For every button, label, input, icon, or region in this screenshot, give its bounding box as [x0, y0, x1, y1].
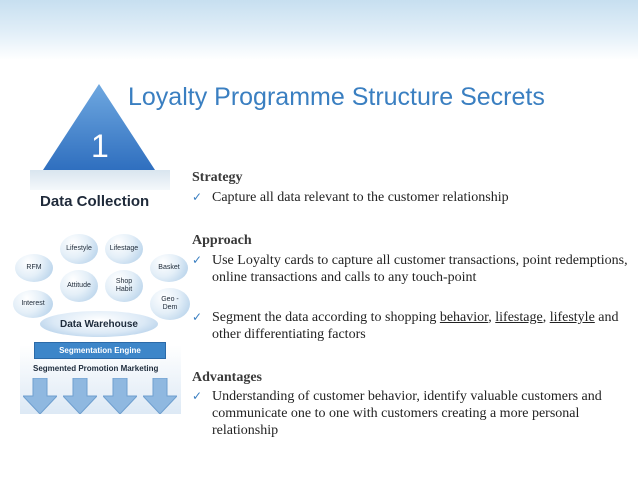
pyramid-triangle [43, 84, 155, 170]
down-arrow-icon [103, 378, 137, 414]
link-behavior: behavior [439, 310, 489, 325]
check-icon: ✓ [192, 253, 203, 267]
pyramid-number: 1 [91, 128, 109, 164]
advantages-heading: Advantages [192, 370, 263, 385]
check-icon: ✓ [192, 389, 203, 403]
check-icon: ✓ [192, 190, 203, 204]
approach-heading: Approach [192, 233, 252, 248]
down-arrow-icon [23, 378, 57, 414]
bubble-basket: Basket [150, 254, 188, 282]
approach-bullet-2: ✓ Segment the data according to shopping… [192, 310, 619, 342]
data-warehouse-oval: Data Warehouse [40, 311, 158, 337]
approach-bullet-1: ✓ Use Loyalty cards to capture all custo… [192, 253, 628, 285]
link-lifestage: lifestage [495, 310, 543, 325]
check-icon: ✓ [192, 310, 203, 324]
bubble-shop-habit: Shop Habit [105, 270, 143, 302]
slide-title: Loyalty Programme Structure Secrets [128, 83, 545, 111]
header-band [0, 0, 638, 60]
strategy-heading: Strategy [192, 170, 243, 185]
bubble-geo-dem: Geo -Dem [150, 288, 190, 320]
segmentation-engine-bar: Segmentation Engine [34, 342, 166, 359]
segmented-promotion-label: Segmented Promotion Marketing [33, 364, 159, 373]
strategy-bullet: ✓ Capture all data relevant to the custo… [192, 190, 509, 205]
bubble-interest: Interest [13, 290, 53, 318]
pyramid-graphic [30, 84, 170, 190]
pyramid-base [30, 170, 170, 190]
bubble-rfm: RFM [15, 254, 53, 282]
bubble-attitude: Attitude [60, 270, 98, 302]
advantages-bullet: ✓ Understanding of customer behavior, id… [192, 389, 602, 438]
down-arrow-icon [63, 378, 97, 414]
bubble-lifestyle: Lifestyle [60, 234, 98, 264]
bubble-lifestage: Lifestage [105, 234, 143, 264]
data-collection-label: Data Collection [40, 193, 150, 210]
link-lifestyle: lifestyle [549, 310, 595, 325]
down-arrow-icon [143, 378, 177, 414]
